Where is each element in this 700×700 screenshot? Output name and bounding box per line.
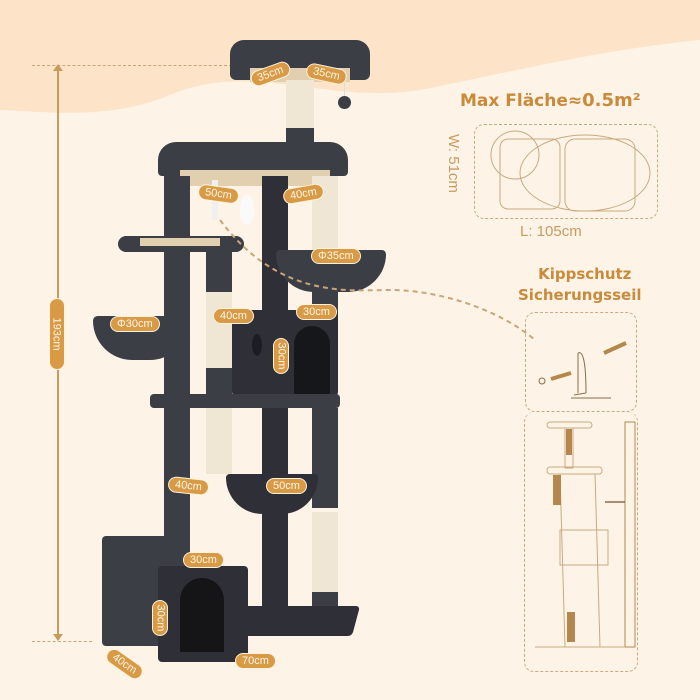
bottom-condo-door [180,578,224,652]
lower-sisal [206,408,232,474]
area-width-label: W: 51cm [445,134,462,193]
wall-anchor-icon [550,371,572,381]
footprint-outline-icon [490,130,651,212]
dim-left-basket: Φ30cm [110,316,160,332]
connector-arc [219,219,536,341]
safety-title: Kippschutz Sicherungsseil [518,265,642,304]
tip-over-illustration-box [524,412,638,672]
dim-bottom-condo-width: 30cm [183,552,224,568]
dim-base-width: 70cm [235,653,276,669]
anchor-detail-box [525,312,637,412]
dim-condo-height: 30cm [273,338,289,374]
mid-shelf [150,394,340,408]
top-sisal-post [286,80,314,130]
total-height-label: 193cm [49,298,65,370]
dim-bottom-condo-height: 30cm [152,600,168,636]
left-mid-sisal [206,292,232,368]
top-post-cap [286,128,314,144]
arrow-up-icon [53,64,63,71]
base-board [225,606,361,636]
screw-icon [603,341,627,355]
toy-ball [338,96,351,109]
bottom-guide-line [32,641,92,642]
dim-mid-span: 40cm [213,308,254,324]
left-small-board [140,238,220,246]
top-guide-line [32,65,232,66]
condo-door [294,326,330,396]
dim-condo-width: 30cm [296,304,337,320]
wall-anchor-illustration [538,341,627,399]
left-mid-post-top [206,252,232,292]
right-post-lower [312,408,338,508]
area-length-label: L: 105cm [520,223,582,240]
feather-toy [240,195,254,225]
anchored-tree-icon [535,421,636,648]
dim-base-depth: 40cm [103,645,146,683]
area-title: Max Fläche≈0.5m² [460,90,641,111]
dim-right-basket: Φ35cm [311,248,361,264]
toy-string [344,72,345,98]
right-sisal-lower [312,512,338,592]
arrow-down-icon [53,634,63,641]
condo-hole [252,334,262,356]
left-mid-post-bottom [206,368,232,398]
dim-hammock: 50cm [266,478,307,494]
area-footprint-box [474,124,658,219]
